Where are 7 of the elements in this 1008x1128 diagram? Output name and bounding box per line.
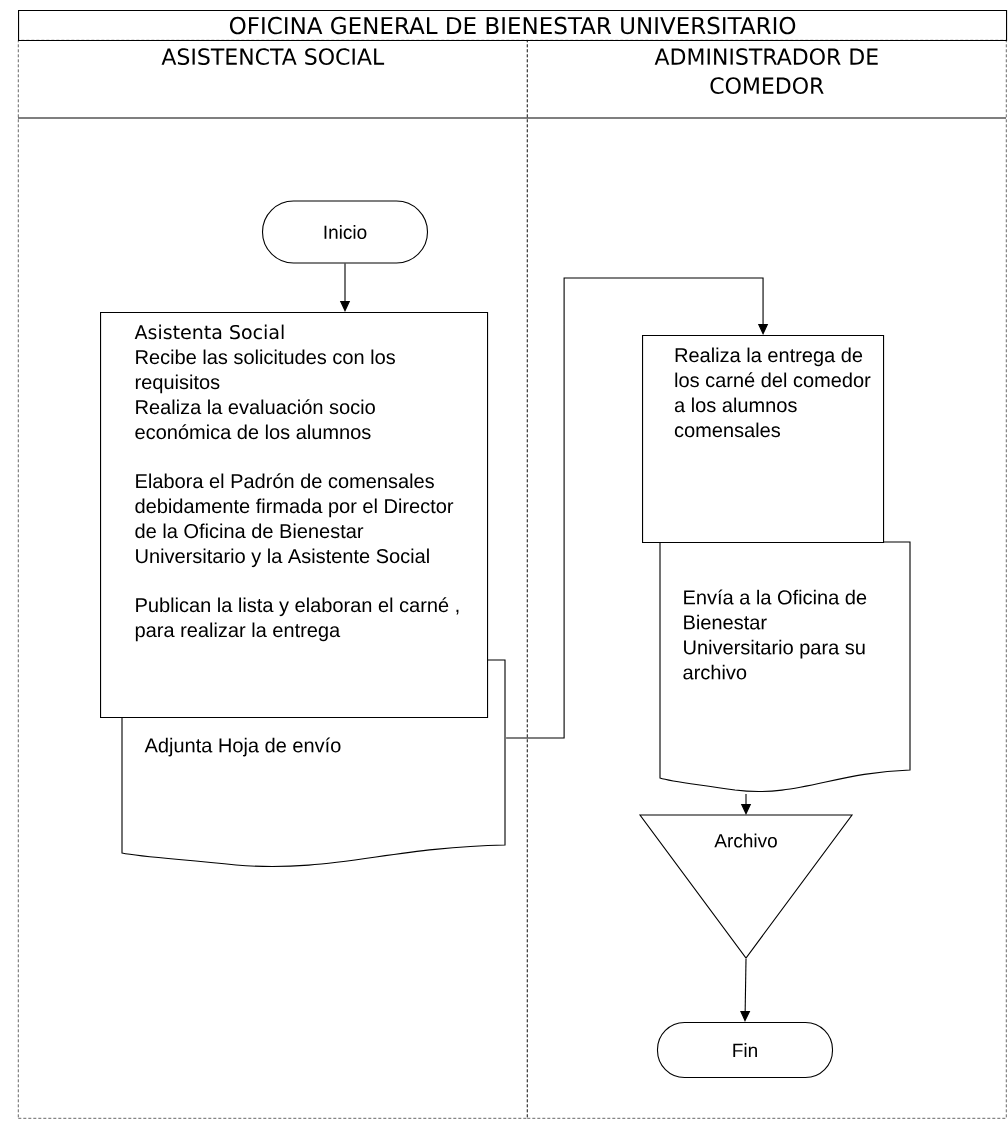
title-cell: OFICINA GENERAL DE BIENESTAR UNIVERSITARIO	[18, 10, 1008, 42]
terminator: Inicio	[261, 200, 429, 264]
arrow	[505, 277, 769, 739]
terminator: Fin	[656, 1021, 834, 1079]
process-box: Realiza la entrega de los carné del comedor a los alumnos comensales	[642, 335, 885, 544]
process-box: Asistenta Social Recibe las solicitudes con los requisitos Realiza la evaluación socio económica de los alumnos Elabora el Padrón de comensales debidamente firmada por el Director de la Oficina de Bienestar Universitario y la Asistente Social Publican la lista y elaboran el carné , para realizar la entrega	[100, 312, 489, 719]
arrow	[740, 958, 751, 1022]
